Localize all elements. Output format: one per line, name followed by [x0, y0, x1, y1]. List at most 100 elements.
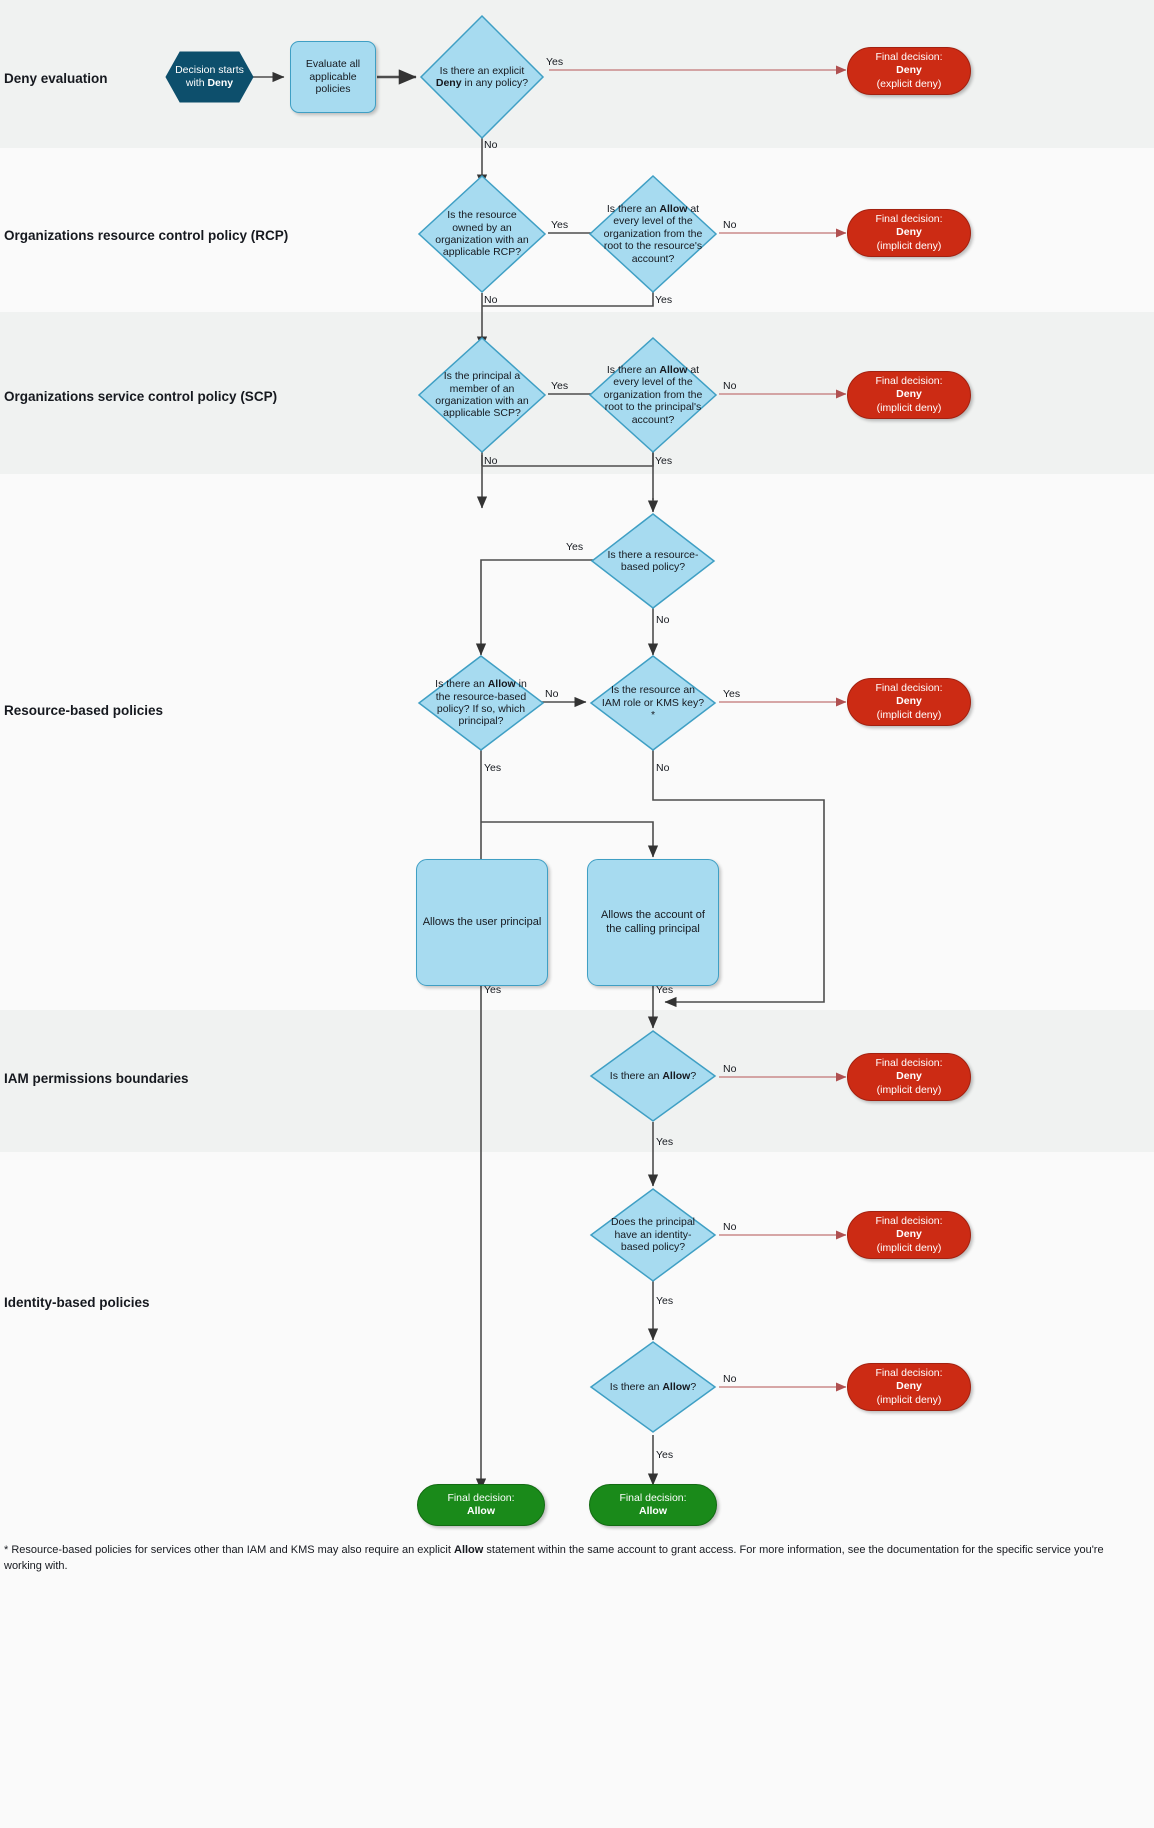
terminator-line1: Final decision: — [875, 51, 943, 64]
node-final-decision-deny-scp[interactable]: Final decision: Deny (implicit deny) — [847, 371, 971, 419]
terminator-line3: (implicit deny) — [876, 1241, 942, 1254]
diamond-shape — [589, 655, 717, 751]
section-label-rcp: Organizations resource control policy (R… — [4, 228, 289, 243]
node-permissions-boundary-is-there-allow[interactable]: Is there an Allow? — [589, 1029, 717, 1123]
terminator-line3: (implicit deny) — [876, 1083, 942, 1096]
node-evaluate-all-applicable-policies[interactable]: Evaluate all applicable policies — [290, 41, 376, 113]
diamond-shape — [589, 1030, 717, 1122]
edge-label-idp-allow-yes: Yes — [656, 1449, 674, 1461]
hexagon-shape — [165, 51, 254, 103]
edge-label-scp-allow-no: No — [723, 380, 737, 392]
node-final-decision-deny-resource-based[interactable]: Final decision: Deny (implicit deny) — [847, 678, 971, 726]
node-does-principal-have-identity-based-policy[interactable]: Does the principal have an identity-base… — [589, 1187, 717, 1283]
terminator-line3: (implicit deny) — [876, 239, 942, 252]
terminator-line1: Final decision: — [875, 1367, 943, 1380]
terminator-line1: Final decision: — [875, 1215, 943, 1228]
terminator-line1: Final decision: — [875, 375, 943, 388]
terminator-line1: Final decision: — [619, 1491, 687, 1504]
terminator-line2: Deny — [896, 388, 922, 401]
node-label: Is there an Allow in the resource-based … — [435, 678, 527, 728]
diamond-shape — [589, 1188, 717, 1282]
node-final-decision-deny-explicit[interactable]: Final decision: Deny (explicit deny) — [847, 47, 971, 95]
edge-label-rcp-owned-yes: Yes — [551, 219, 569, 231]
node-label: Is there an Allow at every level of the … — [603, 364, 703, 426]
node-label: Allows the user principal — [422, 915, 542, 928]
edge-label-rbp-iam-yes: Yes — [723, 688, 741, 700]
edge-label-explicit-deny-yes: Yes — [546, 56, 564, 68]
edge-label-allows-account-yes: Yes — [656, 984, 674, 996]
terminator-line3: (implicit deny) — [876, 708, 942, 721]
node-is-there-allow-in-resource-based-policy[interactable]: Is there an Allow in the resource-based … — [417, 654, 545, 752]
terminator-line2: Deny — [896, 226, 922, 239]
node-label: Is the resource an IAM role or KMS key?* — [601, 684, 705, 722]
terminator-line2: Deny — [896, 1380, 922, 1393]
node-label: Allows the account of the calling princi… — [601, 909, 705, 935]
edge-label-scp-member-yes: Yes — [551, 380, 569, 392]
edge-label-rbp-allow-no: No — [545, 688, 559, 700]
node-rcp-allow-every-level-resource-account[interactable]: Is there an Allow at every level of the … — [588, 174, 718, 294]
edge-label-explicit-deny-no: No — [484, 139, 498, 151]
section-label-permissions-boundaries: IAM permissions boundaries — [4, 1071, 189, 1086]
section-label-resource-based: Resource-based policies — [4, 703, 164, 718]
section-label-deny-evaluation: Deny evaluation — [4, 71, 108, 86]
node-label: Is the resource owned by an organization… — [435, 209, 529, 259]
node-is-resource-owned-by-org-with-rcp[interactable]: Is the resource owned by an organization… — [417, 174, 547, 294]
edge-label-allows-user-yes: Yes — [484, 984, 502, 996]
node-final-decision-allow-right[interactable]: Final decision: Allow — [589, 1484, 717, 1526]
node-label: Does the principal have an identity-base… — [610, 1216, 696, 1254]
edge-label-idp-allow-no: No — [723, 1373, 737, 1385]
node-final-decision-deny-rcp[interactable]: Final decision: Deny (implicit deny) — [847, 209, 971, 257]
node-label: Is there a resource-based policy? — [607, 548, 699, 573]
node-is-resource-iam-role-or-kms-key[interactable]: Is the resource an IAM role or KMS key?* — [589, 654, 717, 752]
node-final-decision-allow-left[interactable]: Final decision: Allow — [417, 1484, 545, 1526]
edge-label-rcp-owned-no: No — [484, 294, 498, 306]
node-scp-allow-every-level-principal-account[interactable]: Is there an Allow at every level of the … — [588, 336, 718, 454]
node-label: Is there an Allow? — [609, 1069, 697, 1082]
band-resource-based — [0, 474, 1154, 1010]
edge-label-idp-has-yes: Yes — [656, 1295, 674, 1307]
node-is-principal-member-of-org-with-scp[interactable]: Is the principal a member of an organiza… — [417, 336, 547, 454]
diamond-shape — [589, 1341, 717, 1433]
edge-label-pb-allow-no: No — [723, 1063, 737, 1075]
node-final-decision-deny-permissions-boundary[interactable]: Final decision: Deny (implicit deny) — [847, 1053, 971, 1101]
diamond-shape — [417, 655, 545, 751]
diamond-shape — [590, 513, 716, 609]
section-label-scp: Organizations service control policy (SC… — [4, 389, 278, 404]
footnote: * Resource-based policies for services o… — [4, 1544, 1104, 1572]
terminator-line3: (implicit deny) — [876, 1393, 942, 1406]
terminator-line1: Final decision: — [875, 682, 943, 695]
diamond-shape — [417, 174, 547, 294]
node-label: Is there an Allow at every level of the … — [603, 203, 703, 265]
terminator-line1: Final decision: — [875, 1057, 943, 1070]
terminator-line3: (explicit deny) — [876, 77, 942, 90]
node-label: Is the principal a member of an organiza… — [435, 370, 529, 420]
edge-label-rbp-exists-no: No — [656, 614, 670, 626]
node-allows-the-user-principal[interactable]: Allows the user principal — [416, 859, 548, 986]
terminator-line2: Deny — [896, 695, 922, 708]
node-final-decision-deny-no-identity-policy[interactable]: Final decision: Deny (implicit deny) — [847, 1211, 971, 1259]
node-final-decision-deny-identity-based[interactable]: Final decision: Deny (implicit deny) — [847, 1363, 971, 1411]
band-bottom — [0, 1532, 1154, 1828]
terminator-line2: Deny — [896, 1228, 922, 1241]
node-is-there-explicit-deny[interactable]: Is there an explicit Deny in any policy? — [419, 14, 545, 140]
node-label: Is there an explicit Deny in any policy? — [435, 64, 529, 89]
node-identity-based-is-there-allow[interactable]: Is there an Allow? — [589, 1340, 717, 1434]
terminator-line3: (implicit deny) — [876, 401, 942, 414]
diamond-shape — [588, 174, 718, 294]
terminator-line2: Deny — [896, 1070, 922, 1083]
node-is-there-resource-based-policy[interactable]: Is there a resource-based policy? — [590, 512, 716, 610]
terminator-line2: Deny — [896, 64, 922, 77]
band-identity-based — [0, 1152, 1154, 1532]
edge-label-rbp-allow-yes: Yes — [484, 762, 502, 774]
edge-label-scp-allow-yes: Yes — [655, 455, 673, 467]
node-decision-starts-with-deny[interactable]: Decision starts with Deny — [165, 51, 254, 103]
edge-label-idp-has-no: No — [723, 1221, 737, 1233]
terminator-line2: Allow — [467, 1505, 495, 1517]
edge-label-rcp-allow-no: No — [723, 219, 737, 231]
diamond-shape — [588, 336, 718, 454]
section-label-identity-based: Identity-based policies — [4, 1295, 150, 1310]
edge-label-scp-member-no: No — [484, 455, 498, 467]
terminator-line1: Final decision: — [875, 213, 943, 226]
node-allows-the-account-of-calling-principal[interactable]: Allows the account of the calling princi… — [587, 859, 719, 986]
